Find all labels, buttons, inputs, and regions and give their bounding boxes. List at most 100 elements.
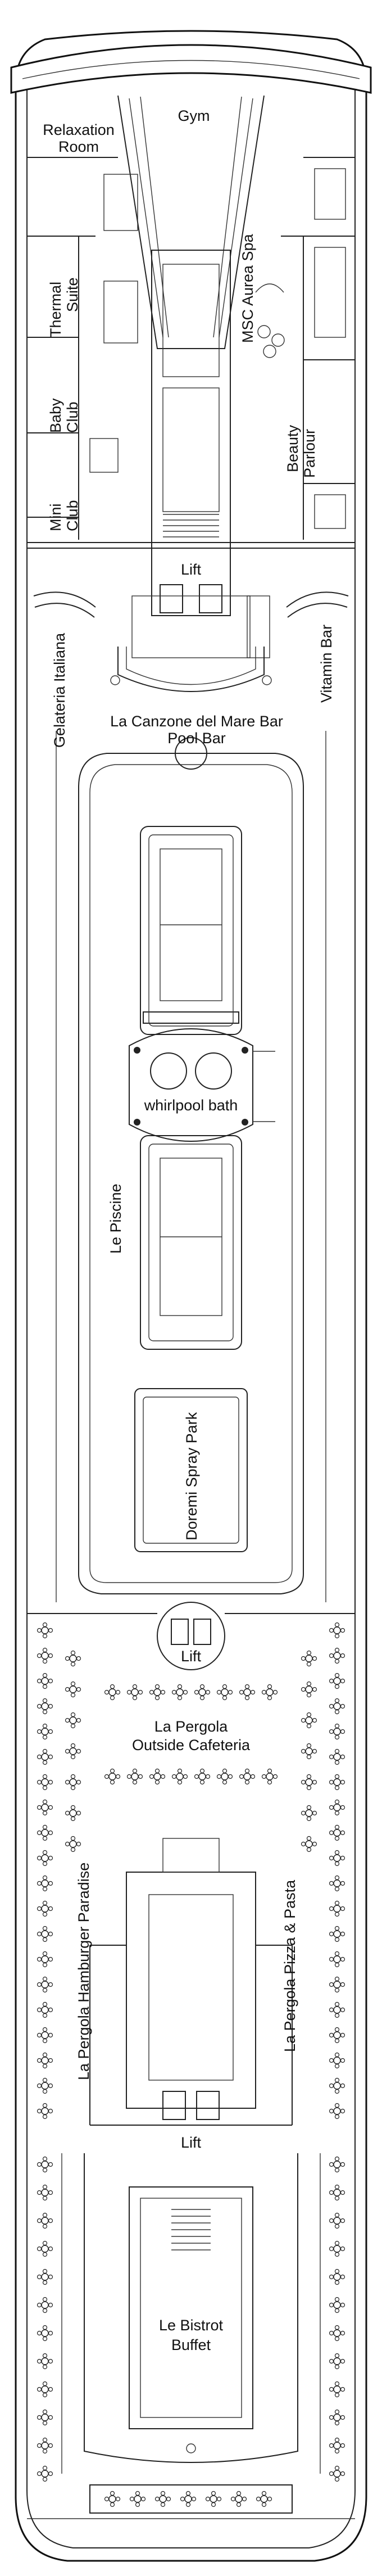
table-cluster xyxy=(239,1768,256,1785)
table-cluster xyxy=(37,2156,53,2173)
table-cluster xyxy=(329,1748,345,1765)
table-cluster xyxy=(329,1799,345,1816)
label-gelateria-italiana: Gelateria Italiana xyxy=(51,632,68,748)
table-cluster xyxy=(329,2465,345,2482)
whirlpool-bath-zone xyxy=(129,1028,275,1142)
table-cluster xyxy=(37,2103,53,2119)
table-cluster xyxy=(37,1723,53,1740)
table-cluster xyxy=(37,1622,53,1639)
spray-park xyxy=(134,1388,248,1552)
label-doremi-spray-park: Doremi Spray Park xyxy=(183,1412,200,1540)
table-cluster xyxy=(37,2297,53,2313)
table-cluster xyxy=(126,1768,143,1785)
table-cluster xyxy=(65,1712,81,1729)
table-cluster xyxy=(37,2437,53,2454)
table-cluster xyxy=(37,2409,53,2426)
label-la-pergola-pizza-pasta: La Pergola Pizza & Pasta xyxy=(281,1879,298,2052)
table-cluster xyxy=(126,1684,143,1701)
label-whirlpool-bath: whirlpool bath xyxy=(144,1097,238,1114)
table-cluster xyxy=(301,1836,317,1852)
label-baby-club-1: Baby xyxy=(47,398,64,433)
cafeteria-tables xyxy=(37,1622,345,2507)
labels: Gym Relaxation Room MSC Aurea Spa Therma… xyxy=(43,107,335,2353)
table-cluster xyxy=(329,2184,345,2201)
label-la-pergola-hamburger-paradise: La Pergola Hamburger Paradise xyxy=(75,1863,92,2080)
label-relaxation-room-1: Relaxation xyxy=(43,121,115,138)
table-cluster xyxy=(65,1774,81,1791)
table-cluster xyxy=(65,1805,81,1822)
table-cluster xyxy=(329,1951,345,1968)
table-cluster xyxy=(205,2491,222,2507)
label-baby-club-2: Club xyxy=(64,401,81,433)
table-cluster xyxy=(194,1684,211,1701)
table-cluster xyxy=(329,2103,345,2119)
table-cluster xyxy=(37,1976,53,1993)
table-cluster xyxy=(104,1684,121,1701)
table-cluster xyxy=(256,2491,272,2507)
label-msc-aurea-spa: MSC Aurea Spa xyxy=(239,233,256,343)
table-cluster xyxy=(37,1850,53,1867)
table-cluster xyxy=(37,1748,53,1765)
table-cluster xyxy=(301,1743,317,1760)
table-cluster xyxy=(301,1774,317,1791)
hull xyxy=(10,30,372,2562)
table-cluster xyxy=(329,1673,345,1689)
table-cluster xyxy=(329,1900,345,1917)
table-cluster xyxy=(329,2268,345,2285)
table-cluster xyxy=(37,1926,53,1942)
table-cluster xyxy=(261,1768,278,1785)
label-la-canzone-del-mare-bar: La Canzone del Mare Bar xyxy=(110,713,283,730)
table-cluster xyxy=(37,2212,53,2229)
table-cluster xyxy=(65,1836,81,1852)
table-cluster xyxy=(329,2240,345,2257)
table-cluster xyxy=(37,2353,53,2370)
table-cluster xyxy=(104,1768,121,1785)
table-cluster xyxy=(37,2001,53,2018)
table-cluster xyxy=(129,2491,146,2507)
table-cluster xyxy=(329,2353,345,2370)
aft-deck xyxy=(27,2484,355,2519)
table-cluster xyxy=(329,1723,345,1740)
table-cluster xyxy=(37,1774,53,1791)
table-cluster xyxy=(154,2491,171,2507)
table-cluster xyxy=(329,2156,345,2173)
table-cluster xyxy=(329,2001,345,2018)
table-cluster xyxy=(65,1650,81,1667)
table-cluster xyxy=(37,2184,53,2201)
label-lift-aft: Lift xyxy=(181,2134,202,2151)
table-cluster xyxy=(329,1698,345,1715)
mid-lift xyxy=(27,1602,355,1670)
label-pool-bar: Pool Bar xyxy=(167,730,226,747)
table-cluster xyxy=(65,1681,81,1698)
table-cluster xyxy=(301,1650,317,1667)
table-cluster xyxy=(171,1684,188,1701)
label-la-pergola: La Pergola xyxy=(154,1718,229,1735)
table-cluster xyxy=(261,1684,278,1701)
table-cluster xyxy=(194,1768,211,1785)
table-cluster xyxy=(301,1805,317,1822)
label-gym: Gym xyxy=(178,107,210,124)
table-cluster xyxy=(37,1698,53,1715)
table-cluster xyxy=(329,1850,345,1867)
table-cluster xyxy=(329,1926,345,1942)
table-cluster xyxy=(329,2052,345,2069)
label-buffet: Buffet xyxy=(171,2337,211,2353)
table-cluster xyxy=(239,1684,256,1701)
table-cluster xyxy=(37,2268,53,2285)
table-cluster xyxy=(37,1799,53,1816)
table-cluster xyxy=(37,1951,53,1968)
label-vitamin-bar: Vitamin Bar xyxy=(318,625,335,703)
label-le-bistrot: Le Bistrot xyxy=(159,2317,224,2334)
table-cluster xyxy=(37,2077,53,2094)
aft-central-block xyxy=(89,1838,293,2126)
table-cluster xyxy=(329,2297,345,2313)
table-cluster xyxy=(329,1774,345,1791)
table-cluster xyxy=(149,1684,166,1701)
table-cluster xyxy=(37,2027,53,2044)
label-mini-club-1: Mini xyxy=(47,503,64,531)
label-beauty-parlour-2: Parlour xyxy=(301,429,318,478)
label-thermal-suite-2: Suite xyxy=(64,277,81,312)
table-cluster xyxy=(216,1684,233,1701)
table-cluster xyxy=(329,2409,345,2426)
